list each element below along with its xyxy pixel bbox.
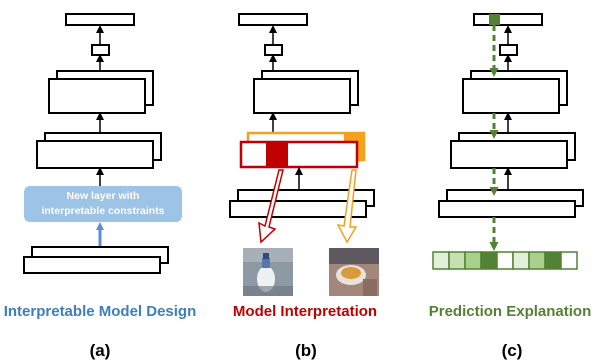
conv-layer-c1: [438, 200, 576, 218]
fc-layer-b: [264, 44, 283, 56]
red-highlight: [266, 143, 288, 166]
food-bowl-photo: [329, 248, 379, 296]
panel-label-b: (b): [295, 341, 317, 360]
fc-layer-a: [91, 44, 110, 56]
caption-a: Interpretable Model Design: [3, 303, 197, 320]
conv-layer-a2: [36, 140, 154, 169]
caption-b: Model Interpretation: [232, 303, 378, 320]
fc-layer-c: [499, 44, 518, 56]
conv-layer-c2: [450, 140, 568, 169]
panel-c: [432, 13, 584, 270]
output-highlight: [489, 14, 500, 25]
bottle-photo: [243, 248, 293, 296]
output-layer-c: [473, 13, 543, 26]
panel-b: [229, 13, 379, 296]
output-layer-b: [238, 13, 308, 26]
conv-layer-b1: [229, 200, 367, 218]
new-layer-line1: New layer with: [66, 190, 140, 202]
conv-layer-c3: [462, 78, 560, 114]
red-hollow-arrow: [258, 169, 284, 244]
panel-label-a: (a): [89, 341, 111, 360]
conv-layer-a3: [48, 78, 146, 114]
explanation-strip: [432, 251, 578, 270]
panel-label-c: (c): [501, 341, 523, 360]
conv-layer-a1: [23, 256, 161, 274]
new-layer-box: New layer with interpretable constraints: [24, 186, 182, 222]
caption-c: Prediction Explanation: [428, 303, 592, 320]
orange-hollow-arrow: [336, 169, 358, 244]
output-layer-a: [65, 13, 135, 26]
panel-a: [23, 13, 169, 274]
conv-layer-b3: [253, 78, 351, 114]
feature-map-red: [239, 140, 359, 169]
new-layer-line2: interpretable constraints: [41, 205, 165, 217]
